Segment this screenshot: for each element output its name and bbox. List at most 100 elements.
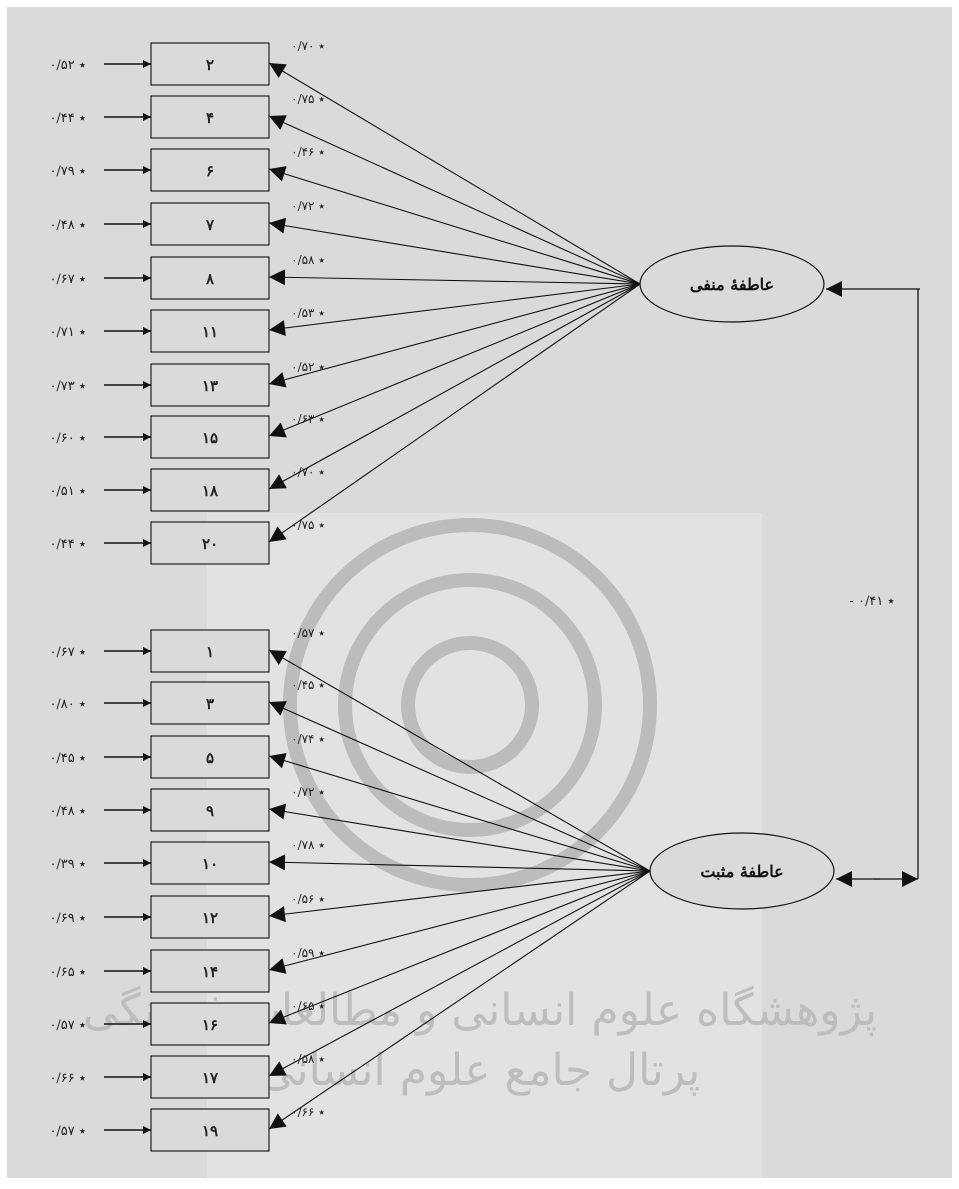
negative-error-label: ۰/۶۷ ٭ [49, 272, 86, 287]
positive-indicator-box [150, 949, 270, 993]
negative-loading-label: ۰/۷۵ ٭ [291, 92, 325, 106]
positive-loading-arrow [268, 870, 651, 1025]
positive-error-label: ۰/۴۸ ٭ [49, 804, 86, 819]
negative-loading-label: ۰/۷۲ ٭ [291, 199, 325, 213]
negative-loading-arrow [268, 283, 641, 543]
positive-error-label: ۰/۵۷ ٭ [49, 1018, 86, 1033]
negative-indicator-label: ۱۱ [202, 323, 218, 341]
negative-loading-label: ۰/۷۰ ٭ [291, 465, 325, 479]
factor-correlation [826, 281, 920, 887]
factor-negative-label: عاطفهٔ منفی [690, 275, 774, 294]
positive-indicator-box [150, 1002, 270, 1046]
positive-indicator-box [150, 841, 270, 885]
positive-loading-label: ۰/۷۴ ٭ [291, 732, 325, 746]
negative-indicator-box [150, 202, 270, 246]
watermark-line-2: پرتال جامع علوم انسانی [260, 1045, 701, 1096]
positive-error-label: ۰/۶۵ ٭ [49, 965, 86, 980]
positive-indicator-label: ۱۰ [202, 855, 218, 873]
negative-error-label: ۰/۷۳ ٭ [49, 379, 86, 394]
negative-indicator-label: ۸ [205, 270, 215, 288]
correlation-label: - ۰/۴۱ ٭ [849, 594, 894, 609]
positive-indicator-label: ۱۷ [202, 1069, 219, 1087]
negative-indicator-box [150, 521, 270, 565]
negative-indicator-label: ۱۸ [202, 482, 219, 500]
positive-loading-arrow [268, 854, 651, 872]
positive-loading-arrow [268, 752, 651, 872]
positive-loading-label: ۰/۴۵ ٭ [291, 678, 325, 692]
positive-loading-arrow [268, 649, 651, 872]
positive-error-label: ۰/۸۰ ٭ [49, 697, 86, 712]
negative-indicator-label: ۶ [206, 162, 214, 180]
positive-indicator-label: ۱ [206, 643, 214, 661]
negative-loading-arrow [268, 283, 641, 490]
negative-error-label: ۰/۷۹ ٭ [49, 164, 86, 179]
negative-loading-arrow [268, 283, 641, 388]
positive-loading-label: ۰/۷۲ ٭ [291, 785, 325, 799]
positive-loading-label: ۰/۶۵ ٭ [291, 999, 325, 1013]
positive-indicator-box [150, 681, 270, 725]
negative-loading-arrow [268, 283, 641, 438]
positive-loading-arrow [268, 870, 651, 923]
watermark-logo [283, 518, 657, 892]
positive-loading-arrow [268, 870, 651, 1130]
negative-loading-arrow [268, 166, 641, 285]
negative-error-label: ۰/۴۴ ٭ [49, 537, 86, 552]
negative-indicator-box [150, 363, 270, 407]
positive-indicator-label: ۱۹ [202, 1122, 218, 1140]
negative-indicator-box [150, 42, 270, 86]
negative-indicator-label: ۴ [206, 109, 214, 127]
positive-indicator-box [150, 788, 270, 832]
positive-indicator-label: ۱۶ [202, 1016, 218, 1034]
watermark-panel [207, 513, 762, 1178]
negative-loading-arrow [268, 269, 641, 286]
positive-indicator-box [150, 629, 270, 673]
positive-indicator-label: ۱۴ [202, 963, 218, 981]
negative-error-label: ۰/۴۴ ٭ [49, 111, 86, 126]
negative-indicator-label: ۲ [206, 56, 214, 74]
negative-error-label: ۰/۶۰ ٭ [49, 431, 86, 446]
negative-indicator-box [150, 95, 270, 139]
positive-indicator-label: ۹ [206, 802, 214, 820]
path-lines [104, 60, 651, 1134]
negative-loading-label: ۰/۵۲ ٭ [291, 360, 325, 374]
positive-indicator-box [150, 1108, 270, 1152]
positive-error-label: ۰/۳۹ ٭ [49, 857, 86, 872]
negative-indicator-box [150, 256, 270, 300]
negative-indicator-label: ۱۳ [202, 377, 218, 395]
positive-loading-label: ۰/۵۹ ٭ [291, 946, 325, 960]
positive-loading-label: ۰/۵۸ ٭ [291, 1052, 325, 1066]
positive-loading-arrow [268, 701, 651, 872]
positive-error-label: ۰/۶۷ ٭ [49, 645, 86, 660]
negative-loading-label: ۰/۶۳ ٭ [291, 412, 325, 426]
positive-loading-label: ۰/۶۶ ٭ [291, 1105, 325, 1119]
negative-loading-label: ۰/۷۰ ٭ [291, 39, 325, 53]
factor-positive-label: عاطفهٔ مثبت [700, 862, 783, 881]
positive-indicator-label: ۵ [206, 749, 214, 767]
negative-indicator-box [150, 309, 270, 353]
positive-indicator-box [150, 735, 270, 779]
positive-error-label: ۰/۶۶ ٭ [49, 1071, 86, 1086]
negative-indicator-label: ۲۰ [202, 535, 218, 553]
positive-loading-label: ۰/۵۷ ٭ [291, 626, 325, 640]
positive-loading-label: ۰/۵۶ ٭ [291, 892, 325, 906]
negative-loading-label: ۰/۵۳ ٭ [291, 306, 325, 320]
negative-loading-label: ۰/۴۶ ٭ [291, 145, 325, 159]
negative-indicator-label: ۱۵ [202, 429, 218, 447]
factor-negative-ellipse [639, 245, 825, 323]
watermark-text: پژوهشگاه علوم انسانی و مطالعات فرهنگی پر… [83, 985, 877, 1096]
negative-loading-arrow [268, 62, 641, 285]
positive-loading-arrow [268, 803, 651, 872]
positive-indicator-box [150, 895, 270, 939]
negative-loading-arrow [268, 115, 641, 285]
positive-indicator-box [150, 1055, 270, 1099]
positive-loading-label: ۰/۷۸ ٭ [291, 838, 325, 852]
positive-error-label: ۰/۵۷ ٭ [49, 1124, 86, 1139]
negative-indicator-box [150, 148, 270, 192]
negative-error-label: ۰/۵۱ ٭ [49, 484, 86, 499]
path-labels: ۰/۵۲ ٭ ۰/۷۰ ٭ ۰/۴۴ ٭ ۰/۷۵ ٭ ۰/۷۹ ٭ ۰/۴۶ ٭ ۰/۴۸… [49, 39, 325, 1139]
negative-error-label: ۰/۴۸ ٭ [49, 218, 86, 233]
factor-positive-ellipse [649, 832, 835, 910]
